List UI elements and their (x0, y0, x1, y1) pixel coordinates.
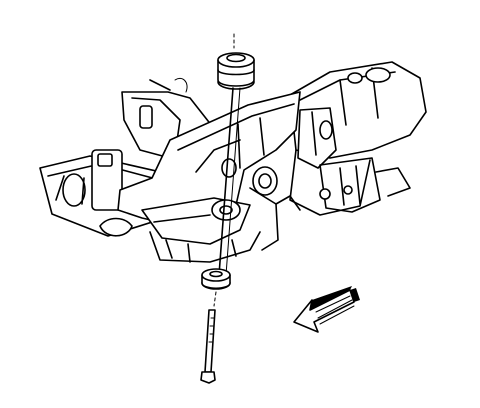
bolt-center-line (218, 87, 241, 276)
bolt (200, 291, 217, 384)
frame-rail-right (289, 61, 427, 216)
lower-cushion (201, 268, 231, 290)
upper-cushion (217, 33, 255, 90)
crossmember (117, 91, 301, 263)
direction-arrow-icon (293, 286, 360, 333)
